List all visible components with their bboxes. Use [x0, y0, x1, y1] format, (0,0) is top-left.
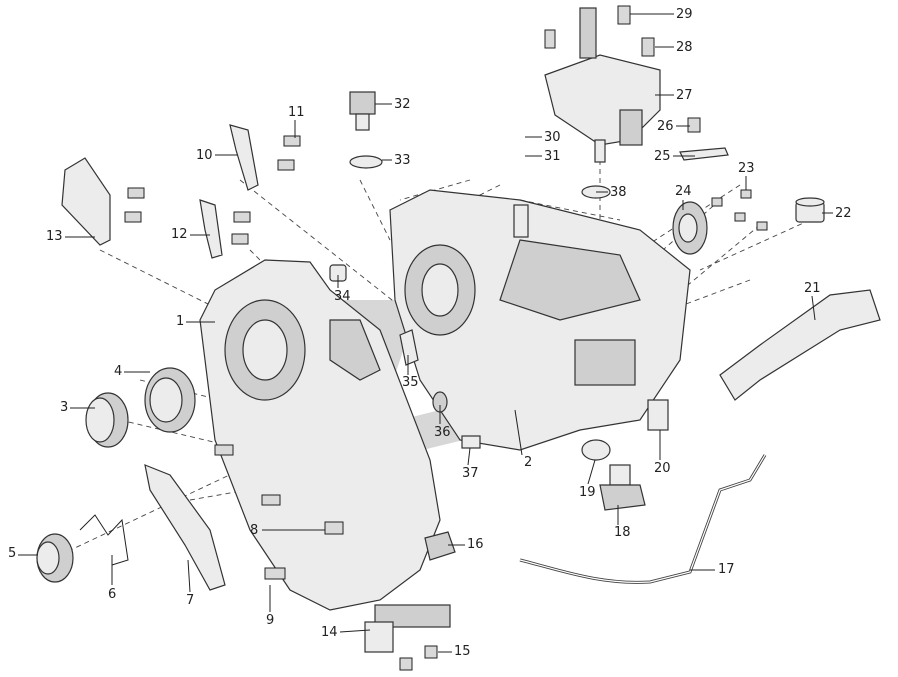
part-19-washer: [581, 439, 611, 461]
part-number-36: 36: [434, 425, 451, 440]
part-10-bracket: [229, 124, 301, 191]
part-20-switch: [647, 399, 669, 431]
part-number-20: 20: [654, 461, 671, 476]
part-number-23: 23: [738, 161, 755, 176]
part-32-switch: [349, 91, 376, 131]
part-number-16: 16: [467, 537, 484, 552]
part-number-5: 5: [8, 546, 16, 561]
part-37-pin: [461, 435, 481, 449]
part-27-shift-cover: [544, 7, 661, 163]
part-number-28: 28: [676, 40, 693, 55]
part-17-hydraulic-line-inner: [519, 454, 766, 583]
part-number-12: 12: [171, 227, 188, 242]
part-number-1: 1: [176, 314, 184, 329]
part-number-25: 25: [654, 149, 671, 164]
part-14-slave-cylinder: [364, 604, 451, 671]
part-number-26: 26: [657, 119, 674, 134]
part-number-15: 15: [454, 644, 471, 659]
part-4-seal: [144, 367, 196, 433]
part-25-spring-plate: [679, 147, 729, 161]
part-21-guard: [719, 289, 881, 401]
part-number-14: 14: [321, 625, 338, 640]
part-29-bolt: [617, 5, 631, 25]
part-33-washer: [349, 155, 383, 169]
part-number-24: 24: [675, 184, 692, 199]
part-number-37: 37: [462, 466, 479, 481]
leader-line-2: [514, 409, 523, 456]
part-15-bolt: [424, 645, 438, 659]
leader-line-37: [467, 447, 471, 466]
part-number-22: 22: [835, 206, 852, 221]
part-number-35: 35: [402, 375, 419, 390]
part-1-clutch-housing: [199, 259, 441, 611]
part-number-29: 29: [676, 7, 693, 22]
part-number-32: 32: [394, 97, 411, 112]
part-18-drain-plug: [599, 464, 646, 511]
part-2-transmission-case: [389, 189, 691, 451]
part-number-10: 10: [196, 148, 213, 163]
part-26-bolt: [687, 117, 701, 133]
part-7-release-fork: [144, 464, 226, 591]
part-number-27: 27: [676, 88, 693, 103]
leader-line-21: [811, 295, 816, 321]
part-number-38: 38: [610, 185, 627, 200]
part-13-bracket: [61, 157, 145, 246]
leader-line-7: [187, 559, 191, 593]
part-number-18: 18: [614, 525, 631, 540]
part-number-3: 3: [60, 400, 68, 415]
part-number-33: 33: [394, 153, 411, 168]
part-30-31-sensor: [513, 204, 529, 238]
part-number-21: 21: [804, 281, 821, 296]
part-number-11: 11: [288, 105, 305, 120]
part-16-bracket: [424, 531, 456, 561]
part-number-34: 34: [334, 289, 351, 304]
part-number-2: 2: [524, 455, 532, 470]
leader-line-19: [587, 459, 596, 485]
part-22-bushing: [795, 197, 825, 223]
part-number-31: 31: [544, 149, 561, 164]
part-number-4: 4: [114, 364, 122, 379]
part-number-19: 19: [579, 485, 596, 500]
part-35-plate: [399, 329, 419, 366]
part-number-8: 8: [250, 523, 258, 538]
part-27-left-bolt: [544, 29, 556, 49]
part-12-bracket: [199, 199, 251, 259]
part-number-6: 6: [108, 587, 116, 602]
part-28-bolt: [641, 37, 655, 57]
part-number-7: 7: [186, 593, 194, 608]
part-9-bolt: [264, 567, 286, 580]
part-23-screws: [711, 189, 768, 231]
part-number-17: 17: [718, 562, 735, 577]
leader-line-14: [339, 629, 371, 633]
part-number-30: 30: [544, 130, 561, 145]
part-8-bolt: [214, 444, 344, 535]
part-24-cover: [672, 201, 708, 255]
part-3-bearing: [85, 392, 129, 448]
part-6-spring-clip: [79, 514, 129, 566]
part-5-release-bearing: [36, 533, 74, 583]
part-number-13: 13: [46, 229, 63, 244]
part-number-9: 9: [266, 613, 274, 628]
